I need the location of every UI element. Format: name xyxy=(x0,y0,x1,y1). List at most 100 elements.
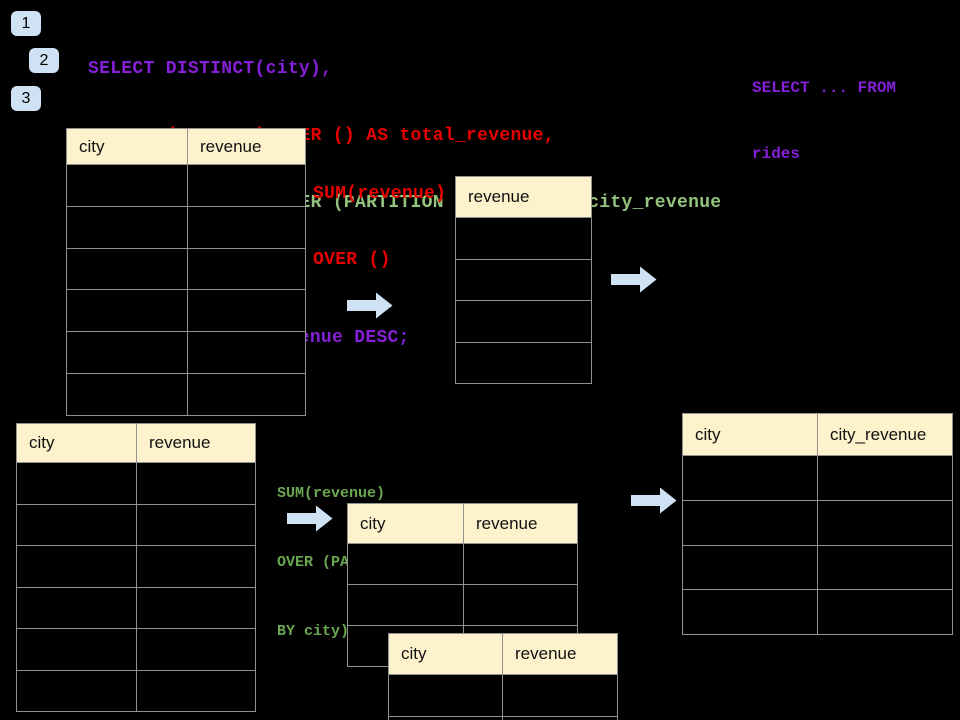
table-cell xyxy=(136,462,256,505)
table-cell xyxy=(455,217,592,260)
table-cell xyxy=(136,545,256,588)
column-header-city-revenue: city_revenue xyxy=(817,413,953,456)
table-cell xyxy=(682,499,818,546)
table-row xyxy=(682,589,953,636)
table-row xyxy=(66,289,306,333)
table-row xyxy=(16,669,256,712)
column-header-city: city xyxy=(347,503,464,544)
table-row xyxy=(682,455,953,501)
column-header-city: city xyxy=(16,423,137,463)
column-header-city: city xyxy=(682,413,818,456)
side-query-code: SELECT ... FROM rides xyxy=(752,33,896,209)
partition-annotation-line-3: BY city) xyxy=(277,623,350,640)
table-row xyxy=(455,341,592,384)
table-cell xyxy=(16,503,137,546)
table-header-row: city revenue xyxy=(347,503,578,544)
table-row xyxy=(16,628,256,671)
table-cell xyxy=(16,586,137,629)
table-row xyxy=(66,164,306,207)
table-header-row: revenue xyxy=(455,176,592,218)
table-row xyxy=(16,586,256,629)
table-cell xyxy=(817,589,953,636)
table-cell xyxy=(136,628,256,671)
table-row xyxy=(682,544,953,591)
table-cell xyxy=(136,503,256,546)
table-cell xyxy=(817,499,953,546)
table-cell xyxy=(66,331,188,374)
table-row xyxy=(347,584,578,626)
table-row xyxy=(16,545,256,588)
table-row xyxy=(66,331,306,374)
table-cell xyxy=(388,716,503,720)
table-total-revenue-result: revenue xyxy=(455,176,592,384)
column-header-revenue: revenue xyxy=(136,423,256,463)
partition-annotation-line-1: SUM(revenue) xyxy=(277,485,386,502)
right-arrow-icon xyxy=(347,292,393,319)
side-query-line-1: SELECT ... FROM xyxy=(752,79,897,97)
right-arrow-icon xyxy=(611,266,657,293)
table-cell xyxy=(388,674,503,717)
table-header-row: city revenue xyxy=(388,633,618,675)
flow-arrow-2 xyxy=(611,266,657,298)
table-cell xyxy=(463,543,578,585)
table-cell xyxy=(682,455,818,501)
table-cell xyxy=(682,544,818,591)
table-header-row: city city_revenue xyxy=(682,413,953,456)
column-header-revenue: revenue xyxy=(455,176,592,218)
table-row xyxy=(66,247,306,291)
sql-line-select: SELECT DISTINCT(city), xyxy=(88,58,333,79)
table-cell xyxy=(682,589,818,636)
column-header-revenue: revenue xyxy=(463,503,578,544)
table-cell xyxy=(187,205,306,249)
table-cell xyxy=(187,247,306,291)
table-cell xyxy=(187,331,306,374)
table-cell xyxy=(502,716,618,720)
table-row xyxy=(16,503,256,546)
flow-arrow-4 xyxy=(631,487,677,519)
right-arrow-icon xyxy=(631,487,677,514)
table-cell xyxy=(187,289,306,333)
table-partition-overlay: city revenue xyxy=(388,633,618,720)
table-row xyxy=(388,674,618,717)
table-cell xyxy=(347,584,464,626)
table-cell xyxy=(66,247,188,291)
table-cell xyxy=(66,205,188,249)
table-cell xyxy=(136,669,256,712)
table-cell xyxy=(455,341,592,384)
table-cell xyxy=(817,544,953,591)
total-annotation-line-2: OVER () xyxy=(313,250,391,270)
table-cell xyxy=(187,164,306,207)
table-cell xyxy=(16,669,137,712)
right-arrow-icon xyxy=(287,505,333,532)
side-query-line-2: rides xyxy=(752,145,801,163)
table-header-row: city revenue xyxy=(16,423,256,463)
step-badge-2: 2 xyxy=(29,48,59,73)
table-cell xyxy=(455,300,592,343)
column-header-revenue: revenue xyxy=(187,128,306,165)
step-badge-3: 3 xyxy=(11,86,41,111)
table-cell xyxy=(463,584,578,626)
column-header-revenue: revenue xyxy=(502,633,618,675)
table-cell xyxy=(187,372,306,416)
table-cell xyxy=(16,628,137,671)
table-row xyxy=(347,543,578,585)
column-header-city: city xyxy=(388,633,503,675)
table-row xyxy=(455,258,592,301)
table-header-row: city revenue xyxy=(66,128,306,165)
total-revenue-annotation: SUM(revenue) OVER () xyxy=(313,139,446,315)
table-cell xyxy=(66,164,188,207)
total-annotation-line-1: SUM(revenue) xyxy=(313,184,447,204)
table-row xyxy=(455,217,592,260)
flow-arrow-3 xyxy=(287,505,333,537)
table-row xyxy=(66,205,306,249)
table-row xyxy=(682,499,953,546)
table-cell xyxy=(16,545,137,588)
table-cell xyxy=(347,543,464,585)
table-row xyxy=(16,462,256,505)
table-city-revenue-result: city city_revenue xyxy=(682,413,953,636)
table-row xyxy=(455,300,592,343)
table-source-bottom: city revenue xyxy=(16,423,256,712)
flow-arrow-1 xyxy=(347,292,393,324)
table-cell xyxy=(455,258,592,301)
